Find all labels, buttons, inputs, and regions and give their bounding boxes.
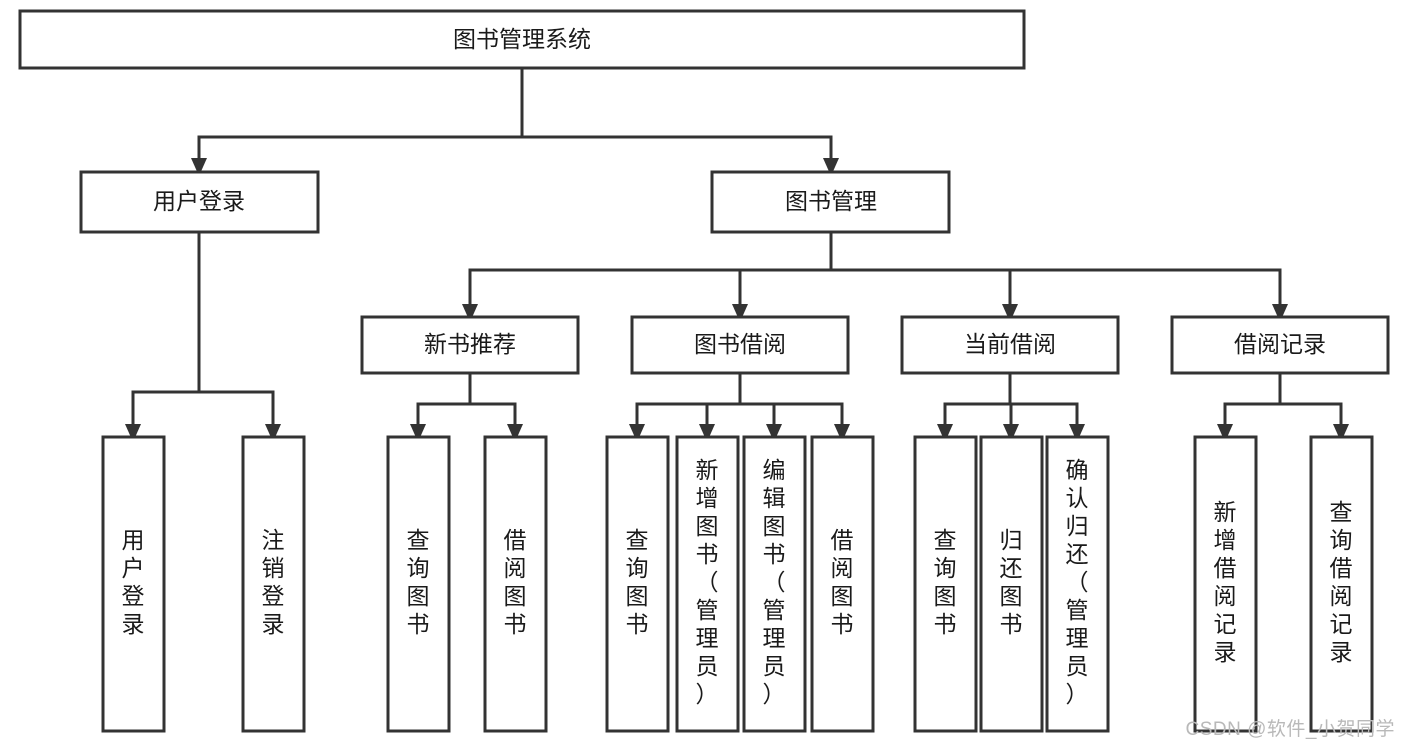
node-box-leaf-user-login[interactable] [101,435,166,733]
node-label-leaf-borrow-book-2: 借阅图书 [831,527,854,637]
node-label-leaf-logout: 注销登录 [262,527,285,637]
node-box-borrow-record[interactable] [1170,315,1390,375]
node-borrow-record[interactable]: 借阅记录 [1170,315,1390,375]
arrowhead-leaf-query-book-2 [629,424,645,442]
node-current-borrow[interactable]: 当前借阅 [900,315,1120,375]
node-box-book-manage[interactable] [710,170,951,234]
node-box-leaf-logout[interactable] [241,435,306,733]
arrowhead-book-borrow [732,304,748,322]
node-box-book-borrow[interactable] [630,315,850,375]
connector-group-current-borrow [937,371,1085,442]
node-leaf-add-borrow-record[interactable]: 新增借阅记录 [1193,435,1258,733]
arrowhead-leaf-logout [265,424,281,442]
connector-currentborrow-to-leaves [943,371,1079,428]
node-label-leaf-confirm-return-admin: 确认归还（管理员） [1066,457,1089,707]
node-box-new-book-recommend[interactable] [360,315,580,375]
connector-borrowrecord-to-leaves [1223,371,1343,428]
node-user-login[interactable]: 用户登录 [79,170,320,234]
node-label-root: 图书管理系统 [453,26,591,52]
node-leaf-add-book-admin[interactable]: 新增图书（管理员） [675,435,740,733]
node-label-leaf-return-book: 归还图书 [1000,527,1023,637]
arrowhead-leaf-confirm-return [1069,424,1085,442]
connector-group-borrow-record [1217,371,1349,442]
node-leaf-query-book-2[interactable]: 查询图书 [605,435,670,733]
node-label-current-borrow: 当前借阅 [964,331,1056,357]
arrowhead-book-manage [823,158,839,176]
node-label-leaf-query-borrow-record: 查询借阅记录 [1330,499,1353,665]
arrowhead-leaf-query-book-3 [937,424,953,442]
node-leaf-borrow-book-1[interactable]: 借阅图书 [483,435,548,733]
arrowhead-user-login [191,158,207,176]
arrowhead-leaf-query-book-1 [410,424,426,442]
node-box-leaf-confirm-return-admin[interactable] [1045,435,1110,733]
node-label-leaf-edit-book-admin: 编辑图书（管理员） [763,457,786,707]
node-root-system[interactable]: 图书管理系统 [18,9,1026,70]
node-label-leaf-query-book-2: 查询图书 [626,527,649,637]
arrowhead-leaf-borrow-book-1 [507,424,523,442]
node-box-leaf-query-book-1[interactable] [386,435,451,733]
node-box-root[interactable] [18,9,1026,70]
connector-bookmanage-to-level3 [468,230,1282,308]
node-box-leaf-add-book-admin[interactable] [675,435,740,733]
node-leaf-user-login[interactable]: 用户登录 [101,435,166,733]
node-box-leaf-query-book-3[interactable] [913,435,978,733]
connector-newbook-to-leaves [416,371,517,428]
connector-group-book-borrow [629,371,850,442]
node-label-leaf-borrow-book-1: 借阅图书 [504,527,527,637]
node-label-borrow-record: 借阅记录 [1234,331,1326,357]
node-book-manage[interactable]: 图书管理 [710,170,951,234]
connector-userlogin-to-leaves [131,230,275,428]
node-leaf-query-borrow-record[interactable]: 查询借阅记录 [1309,435,1374,733]
node-label-leaf-user-login: 用户登录 [122,527,145,637]
connector-bookborrow-to-leaves [635,371,844,428]
node-box-leaf-query-borrow-record[interactable] [1309,435,1374,733]
node-book-borrow[interactable]: 图书借阅 [630,315,850,375]
node-box-leaf-return-book[interactable] [979,435,1044,733]
node-leaf-borrow-book-2[interactable]: 借阅图书 [810,435,875,733]
arrowhead-leaf-add-book [699,424,715,442]
node-new-book-recommend[interactable]: 新书推荐 [360,315,580,375]
node-label-leaf-query-book-3: 查询图书 [934,527,957,637]
node-leaf-logout[interactable]: 注销登录 [241,435,306,733]
node-leaf-return-book[interactable]: 归还图书 [979,435,1044,733]
node-label-leaf-add-book-admin: 新增图书（管理员） [696,457,719,707]
connector-group-book-manage [462,230,1288,322]
node-leaf-query-book-3[interactable]: 查询图书 [913,435,978,733]
arrowhead-leaf-return-book [1003,424,1019,442]
node-box-leaf-borrow-book-2[interactable] [810,435,875,733]
arrowhead-leaf-user-login [125,424,141,442]
node-leaf-query-book-1[interactable]: 查询图书 [386,435,451,733]
arrowhead-leaf-edit-book [766,424,782,442]
node-box-leaf-add-borrow-record[interactable] [1193,435,1258,733]
connector-group-user-login [125,230,281,442]
arrowhead-leaf-add-record [1217,424,1233,442]
node-label-leaf-query-book-1: 查询图书 [407,527,430,637]
csdn-watermark: CSDN @软件_小贺同学 [1185,719,1395,740]
node-label-new-book-recommend: 新书推荐 [424,331,516,357]
node-label-book-borrow: 图书借阅 [694,331,786,357]
arrowhead-borrow-record [1272,304,1288,322]
connector-group-new-book-rec [410,371,523,442]
node-box-leaf-borrow-book-1[interactable] [483,435,548,733]
node-box-user-login[interactable] [79,170,320,234]
node-leaf-edit-book-admin[interactable]: 编辑图书（管理员） [742,435,807,733]
arrowhead-leaf-borrow-book-2 [834,424,850,442]
node-box-leaf-query-book-2[interactable] [605,435,670,733]
arrowhead-new-book-rec [462,304,478,322]
node-label-leaf-add-borrow-record: 新增借阅记录 [1214,499,1237,665]
arrowhead-current-borrow [1002,304,1018,322]
connector-group-root [191,66,839,176]
node-box-current-borrow[interactable] [900,315,1120,375]
node-label-user-login: 用户登录 [153,188,245,214]
connector-root-to-level2 [197,66,833,162]
arrowhead-leaf-query-record [1333,424,1349,442]
node-leaf-confirm-return-admin[interactable]: 确认归还（管理员） [1045,435,1110,733]
node-box-leaf-edit-book-admin[interactable] [742,435,807,733]
node-label-book-manage: 图书管理 [785,188,877,214]
